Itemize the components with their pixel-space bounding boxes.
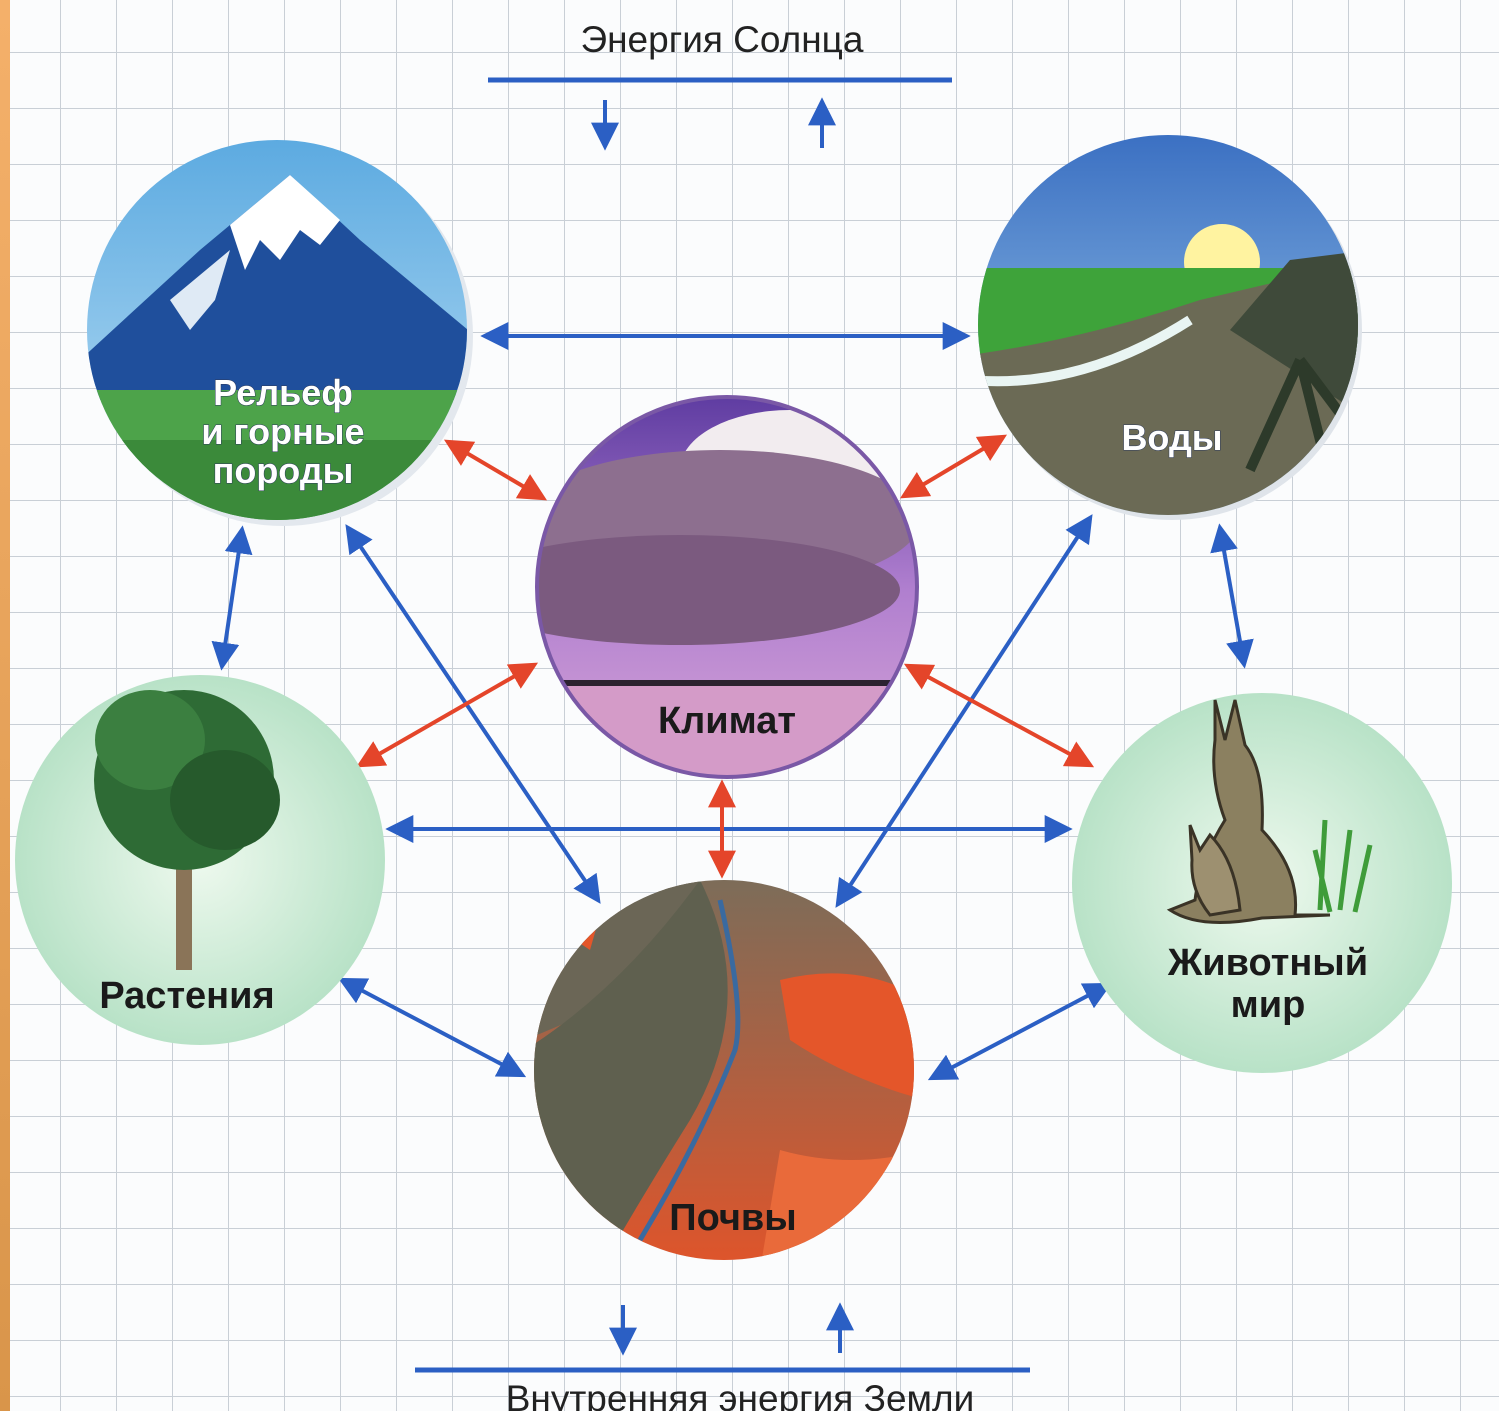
kangaroo-icon (1166, 699, 1373, 924)
link-plants-soils (337, 977, 527, 1078)
node-animals: Животный мир (1072, 693, 1452, 1073)
node-relief-label-3: породы (213, 450, 354, 491)
link-climate-waters (899, 434, 1008, 499)
left-border (0, 0, 10, 1411)
node-waters: Воды (978, 135, 1362, 520)
node-soils: Почвы (534, 880, 914, 1260)
link-climate-plants (355, 662, 539, 768)
node-waters-label: Воды (1121, 417, 1222, 458)
node-plants-label: Растения (99, 975, 274, 1017)
tree-icon (94, 690, 280, 970)
node-climate: Климат (535, 395, 919, 779)
link-climate-relief (443, 439, 548, 501)
earth-energy-label: Внутренняя энергия Земли (506, 1378, 975, 1411)
node-climate-label: Климат (658, 700, 796, 742)
link-waters-animals (1210, 523, 1254, 669)
links (211, 322, 1254, 1081)
node-plants: Растения (15, 675, 385, 1045)
node-relief-label-1: Рельеф (213, 372, 353, 413)
link-climate-animals (903, 663, 1095, 768)
node-animals-label-1: Животный (1167, 942, 1368, 984)
node-animals-label-2: мир (1231, 984, 1306, 1026)
node-relief: Рельеф и горные породы (87, 140, 473, 526)
link-relief-plants (211, 525, 253, 671)
node-soils-label: Почвы (669, 1197, 796, 1239)
link-animals-soils (927, 982, 1113, 1081)
sun-energy-label: Энергия Солнца (581, 19, 864, 60)
node-relief-label-2: и горные (201, 411, 364, 452)
